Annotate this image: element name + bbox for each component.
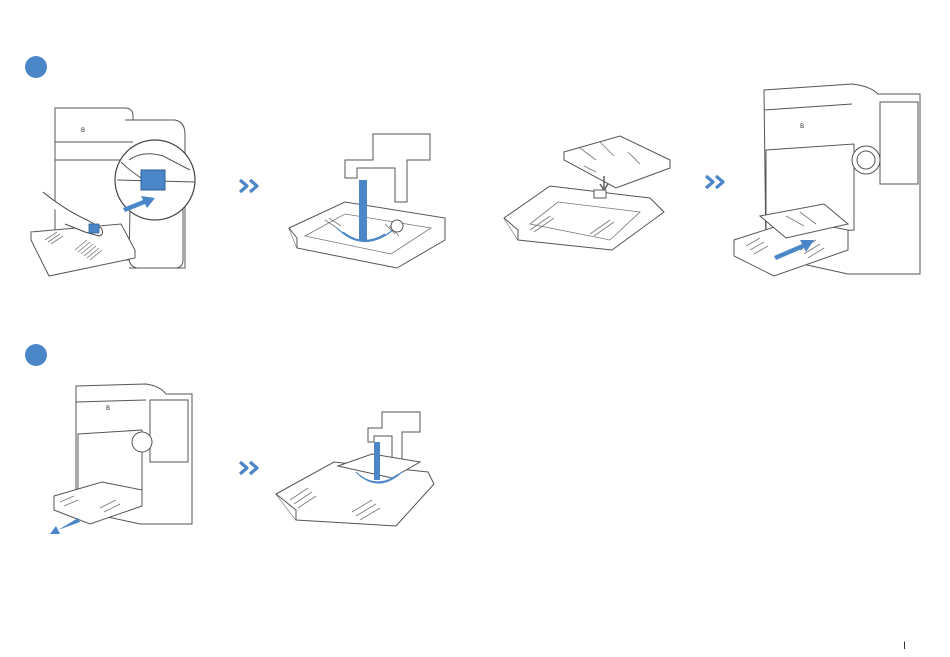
step1-reassemble-tray-illustration — [500, 130, 670, 260]
svg-text:B: B — [81, 127, 85, 134]
step-1-marker — [25, 56, 47, 78]
step-2-marker — [25, 344, 47, 366]
next-arrow-icon — [704, 174, 728, 195]
next-arrow-icon — [238, 460, 262, 481]
svg-text:B: B — [106, 405, 110, 412]
step2-pull-tray-illustration: B — [50, 382, 195, 542]
step1-rinse-tray-illustration — [285, 130, 460, 275]
svg-text:B: B — [800, 123, 804, 130]
step2-rinse-base-illustration — [272, 408, 440, 538]
next-arrow-icon — [238, 178, 262, 199]
step1-remove-tray-illustration: B — [25, 100, 195, 275]
page-number: I — [903, 641, 906, 652]
step1-reinsert-tray-illustration: B — [730, 80, 925, 280]
